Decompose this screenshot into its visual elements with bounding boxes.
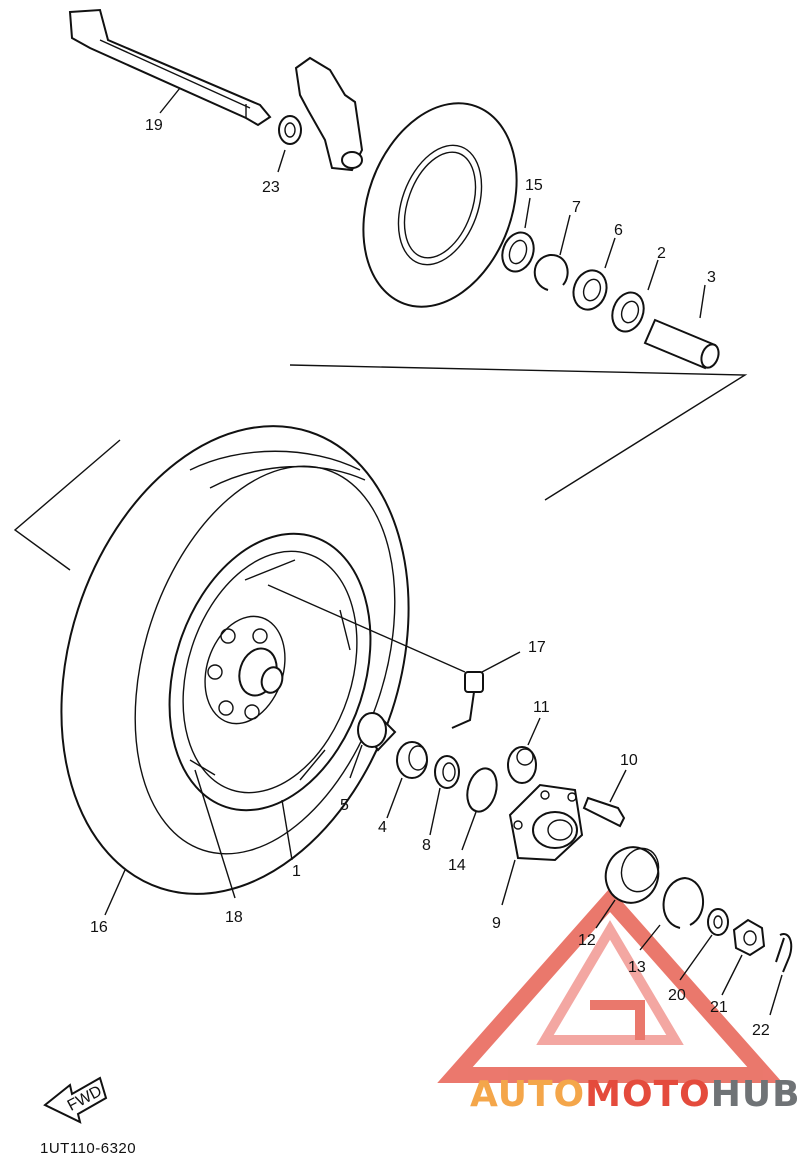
air-valve-part: [451, 671, 484, 729]
part-number-22: 22: [752, 1022, 770, 1039]
watermark-triangle-logo: [437, 887, 783, 1083]
circlip-part: [533, 253, 569, 291]
part-number-14: 14: [448, 857, 466, 874]
bearing-part-4: [396, 741, 428, 779]
part-number-23: 23: [262, 179, 280, 196]
part-number-21: 21: [710, 999, 728, 1016]
circlip-part-2: [662, 876, 705, 929]
part-number-18: 18: [225, 909, 243, 926]
forward-arrow-icon: FWD: [43, 1076, 108, 1124]
part-number-3: 3: [707, 269, 716, 286]
part-number-4: 4: [378, 819, 387, 836]
wheel-rim-part: [168, 532, 372, 812]
bearing-part: [572, 269, 608, 311]
leader-lines: [104, 87, 783, 1016]
part-number-20: 20: [668, 987, 686, 1004]
seal-ring-part: [604, 846, 660, 904]
axle-part: [68, 8, 272, 127]
oil-seal-part: [501, 231, 535, 273]
part-number-13: 13: [628, 959, 646, 976]
part-number-2: 2: [657, 245, 666, 262]
watermark-auto: AUTO: [470, 1074, 586, 1115]
cotter-pin-part: [775, 933, 793, 973]
part-number-11: 11: [533, 699, 550, 716]
bolt-part: [582, 796, 626, 828]
bracket-boss: [341, 151, 363, 169]
part-number-16: 16: [90, 919, 108, 936]
bearing-part-2: [611, 291, 645, 333]
bearing-part-8: [434, 755, 460, 789]
part-number-8: 8: [422, 837, 431, 854]
part-number-17: 17: [528, 639, 546, 656]
part-number-12: 12: [578, 932, 596, 949]
spacer-part: [643, 318, 720, 370]
o-ring-part: [466, 767, 498, 813]
part-number-1: 1: [292, 863, 301, 880]
watermark-moto: MOTO: [585, 1074, 711, 1115]
part-number-7: 7: [572, 199, 581, 216]
bearing-part-5: [357, 712, 397, 752]
washer-part: [278, 115, 302, 145]
drawing-code: 1UT110-6320: [40, 1140, 137, 1157]
driven-flange-part: [508, 783, 584, 862]
ground-plane-outline: [13, 364, 748, 571]
part-number-5: 5: [340, 797, 349, 814]
part-number-15: 15: [525, 177, 543, 194]
part-number-9: 9: [492, 915, 501, 932]
axle-nut-part: [732, 918, 766, 957]
part-number-19: 19: [145, 117, 163, 134]
watermark-hub: HUB: [710, 1074, 800, 1115]
watermark-text: AUTOMOTOHUB: [470, 1074, 800, 1115]
part-number-10: 10: [620, 752, 638, 769]
collar-part: [507, 746, 537, 784]
part-number-6: 6: [614, 222, 623, 239]
brake-disc-part: [362, 102, 518, 308]
washer-part-2: [707, 908, 729, 936]
